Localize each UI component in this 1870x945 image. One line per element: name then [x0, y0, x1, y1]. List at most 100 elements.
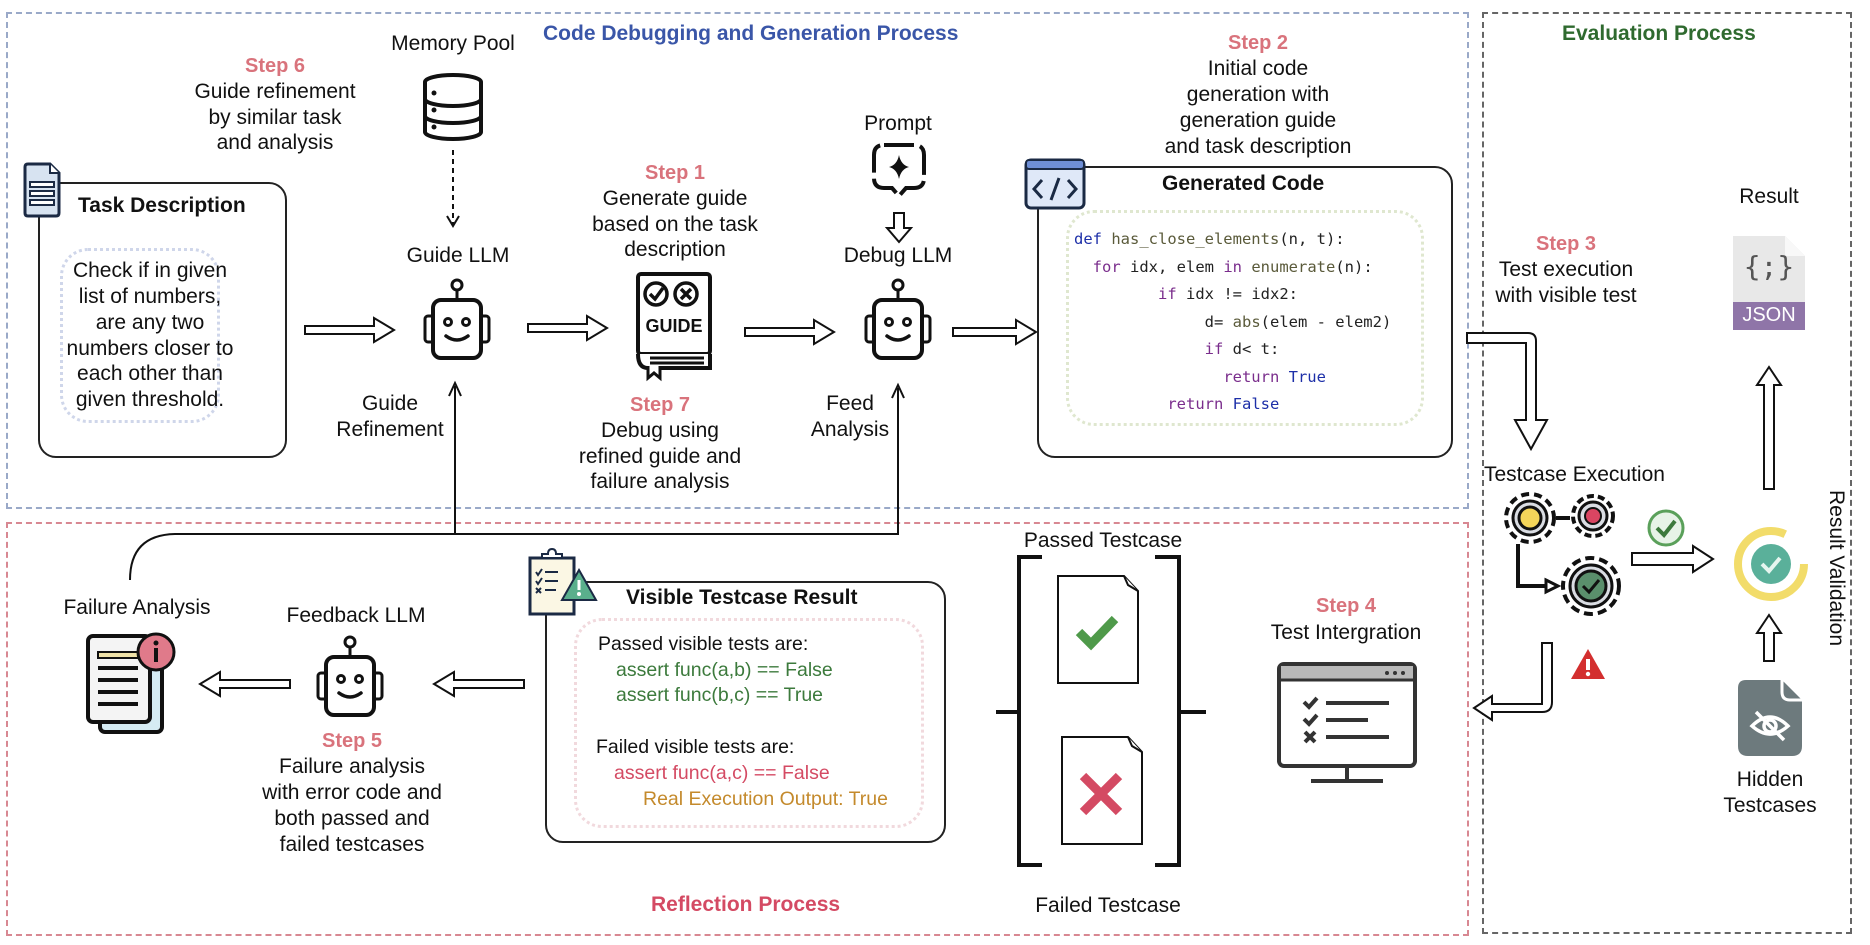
visible-result-to-feedback-arrow — [432, 670, 525, 698]
step3-line-2: with visible test — [1495, 284, 1637, 307]
code-line: if d< t: — [1074, 336, 1391, 364]
code-line: return True — [1074, 364, 1391, 392]
gear-yellow — [1504, 492, 1556, 544]
step6-line-2: by similar task — [208, 106, 342, 129]
result-validation-label: Result Validation — [1825, 490, 1848, 647]
testcase-execution-gears-icon — [1504, 492, 1621, 616]
testcase-bracket — [996, 555, 1206, 867]
step7-line-3: failure analysis — [590, 470, 730, 493]
step6-line-3: and analysis — [216, 131, 334, 154]
code-token: if — [1158, 285, 1186, 303]
visible-testcase-body — [574, 618, 924, 828]
json-file-icon — [1733, 236, 1805, 330]
hidden-to-validation-arrow — [1755, 613, 1783, 662]
code-window-icon — [1024, 158, 1086, 210]
reflection-region — [6, 522, 1469, 936]
failed-test-1: assert func(a,c) == False — [614, 762, 830, 784]
json-glyph: {;} — [1743, 250, 1795, 283]
feedback-to-failure-arrow — [198, 670, 291, 698]
task-line-1: Check if in given — [72, 259, 228, 282]
step5-line-3: both passed and — [274, 807, 430, 830]
evaluation-region-title: Evaluation Process — [1562, 22, 1756, 45]
guide-refinement-line-2: Refinement — [336, 418, 444, 441]
step7-label: Step 7 — [629, 394, 691, 416]
code-token: idx, elem — [1130, 257, 1224, 276]
hidden-testcases-icon — [1738, 680, 1802, 756]
failed-tests-header: Failed visible tests are: — [596, 736, 795, 758]
step7-line-2: refined guide and — [578, 445, 742, 468]
reflection-region-title: Reflection Process — [651, 893, 841, 916]
step5-label: Step 5 — [321, 730, 383, 752]
passed-test-1: assert func(a,b) == False — [616, 659, 833, 681]
feed-analysis-line-2: Analysis — [810, 418, 890, 441]
step5-line-4: failed testcases — [279, 833, 425, 856]
test-integration-monitor-icon — [1277, 662, 1417, 783]
code-token: in — [1223, 257, 1252, 276]
code-token: d< t: — [1232, 340, 1280, 358]
code-token: True — [1288, 367, 1326, 386]
step7-line-1: Debug using — [601, 419, 719, 442]
code-token: def — [1074, 230, 1112, 248]
testcase-execution-label: Testcase Execution — [1484, 463, 1665, 486]
step5-line-2: with error code and — [262, 781, 442, 804]
failure-analysis-doc-icon — [86, 632, 176, 734]
generation-region-title: Code Debugging and Generation Process — [543, 22, 959, 45]
generated-code-card — [1037, 166, 1453, 458]
step2-line-3: generation guide — [1179, 109, 1337, 132]
debug-llm-label: Debug LLM — [843, 244, 953, 267]
code-body — [1066, 210, 1424, 426]
code-token: False — [1232, 395, 1280, 413]
hidden-testcases-line-1: Hidden — [1736, 768, 1804, 791]
step2-line-4: and task description — [1164, 135, 1352, 158]
debug-llm-robot-icon — [864, 278, 932, 360]
feedback-llm-robot-icon — [316, 635, 384, 717]
feedback-llm-label: Feedback LLM — [286, 604, 426, 627]
code-token: return — [1223, 367, 1289, 386]
code-token: (elem - elem2) — [1260, 312, 1392, 331]
real-execution-output: Real Execution Output: True — [643, 788, 888, 810]
prompt-label: Prompt — [864, 112, 932, 135]
visible-testcase-title: Visible Testcase Result — [626, 586, 858, 609]
generation-region — [6, 12, 1469, 509]
failed-testcase-label: Failed Testcase — [1035, 894, 1181, 917]
code-line: for idx, elem in enumerate(n): — [1074, 254, 1391, 282]
visible-testcase-card — [545, 581, 946, 843]
guide-refinement-line-1: Guide — [361, 392, 419, 415]
step5-line-1: Failure analysis — [279, 755, 425, 778]
code-to-testcase-execution-arrow — [1466, 332, 1549, 452]
failure-analysis-label: Failure Analysis — [63, 596, 211, 619]
code-token: d= — [1204, 312, 1233, 331]
code-token: (n, t): — [1279, 230, 1345, 248]
feed-analysis-line-1: Feed — [826, 392, 874, 415]
guide-llm-robot-icon — [423, 278, 491, 360]
task-description-body — [60, 248, 220, 423]
step1-label: Step 1 — [644, 162, 706, 184]
task-line-5: each other than — [77, 362, 223, 385]
code-token: abs — [1232, 312, 1261, 331]
step6-label: Step 6 — [244, 55, 306, 77]
document-icon — [23, 162, 61, 218]
debug-llm-to-code-arrow — [952, 318, 1038, 346]
feedback-connector-lines — [129, 380, 905, 581]
failed-to-test-integration-arrow — [1472, 642, 1553, 722]
prompt-to-debug-arrow — [884, 212, 914, 244]
code-token: enumerate — [1251, 257, 1336, 276]
passed-testcase-label: Passed Testcase — [1023, 529, 1183, 552]
hidden-testcases-line-2: Testcases — [1723, 794, 1817, 817]
guide-llm-label: Guide LLM — [406, 244, 510, 267]
generated-code-title: Generated Code — [1162, 172, 1325, 195]
execution-to-validation-arrow — [1631, 544, 1715, 574]
step4-line-1: Test Intergration — [1270, 621, 1422, 644]
task-line-2: list of numbers, — [78, 285, 222, 308]
code-token: if — [1204, 340, 1233, 358]
step2-label: Step 2 — [1227, 32, 1289, 54]
task-description-title: Task Description — [78, 194, 246, 217]
memory-to-guide-arrow — [446, 150, 460, 228]
task-line-6: given threshold. — [75, 388, 225, 411]
step3-label: Step 3 — [1535, 233, 1597, 255]
prompt-sparkle-icon — [872, 143, 926, 200]
guide-llm-to-guide-arrow — [527, 314, 609, 342]
guide-to-debug-llm-arrow — [744, 318, 836, 346]
task-to-guide-llm-arrow — [304, 316, 396, 344]
code-token: idx != idx2: — [1186, 285, 1298, 303]
